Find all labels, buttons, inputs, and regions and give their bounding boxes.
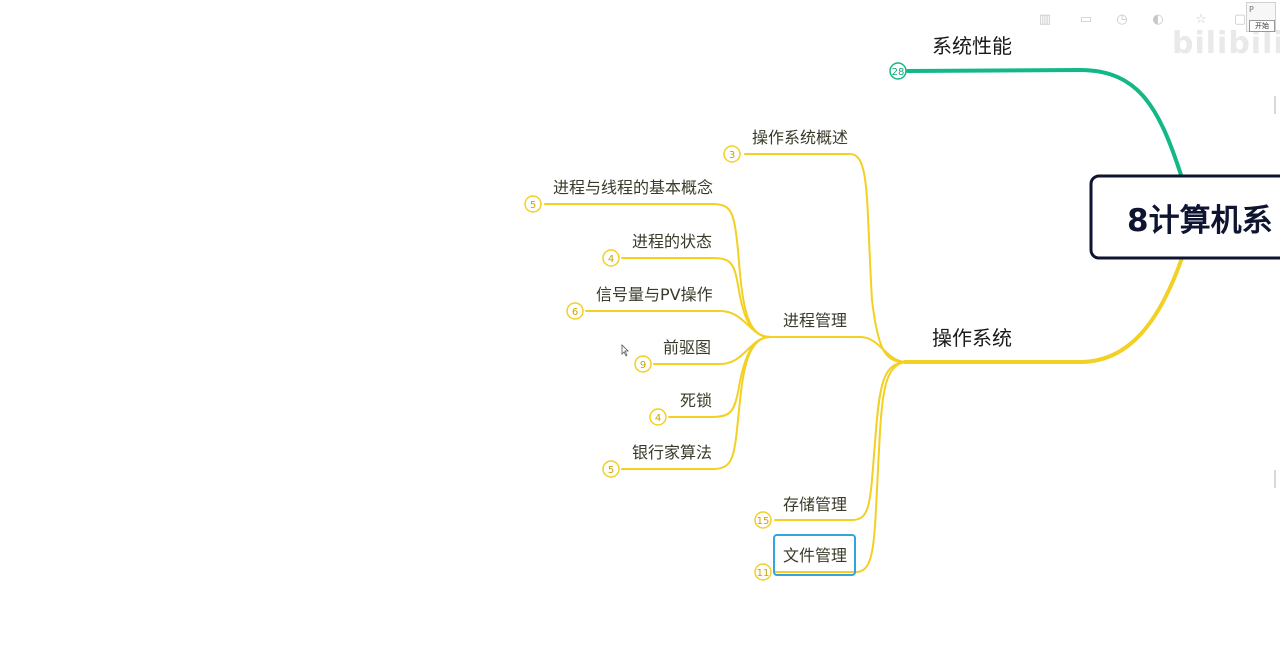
node-process-child-2[interactable]: 信号量与PV操作 bbox=[596, 285, 713, 304]
root-node-frame[interactable] bbox=[1089, 174, 1280, 260]
badge-process-child-5[interactable] bbox=[602, 460, 620, 478]
badge-file-count: 11 bbox=[757, 568, 770, 579]
badge-process-child-4-count: 4 bbox=[655, 413, 661, 424]
corner-panel: P 开始 bbox=[1246, 2, 1276, 32]
badge-file[interactable] bbox=[754, 563, 772, 581]
connector-performance bbox=[906, 67, 1184, 180]
badge-process-child-1[interactable] bbox=[602, 249, 620, 267]
badge-process-child-0[interactable] bbox=[524, 195, 542, 213]
selection-frame[interactable] bbox=[773, 534, 856, 576]
connector-os bbox=[903, 256, 1184, 364]
node-process[interactable]: 进程管理 bbox=[783, 311, 847, 330]
start-button[interactable]: 开始 bbox=[1249, 20, 1275, 32]
badge-process-child-0-count: 5 bbox=[530, 200, 536, 211]
connector-process bbox=[769, 336, 906, 363]
root-node-label: 8计算机系 bbox=[1127, 203, 1273, 239]
badge-process-child-2-count: 6 bbox=[572, 307, 578, 318]
scrollbar-mark-top bbox=[1274, 96, 1276, 114]
badge-process-child-3-count: 9 bbox=[640, 360, 646, 371]
theme-icon[interactable]: ◐ bbox=[1152, 12, 1164, 27]
badge-performance-count: 28 bbox=[892, 67, 905, 78]
connector-pc-2 bbox=[585, 310, 771, 338]
node-performance[interactable]: 系统性能 bbox=[932, 34, 1012, 58]
screen-icon[interactable]: ▭ bbox=[1079, 12, 1093, 27]
node-overview[interactable]: 操作系统概述 bbox=[752, 128, 848, 147]
node-process-child-3[interactable]: 前驱图 bbox=[663, 338, 711, 357]
fit-icon[interactable]: ▥ bbox=[1038, 12, 1052, 27]
badge-overview-count: 3 bbox=[729, 150, 735, 161]
scrollbar-mark-bottom bbox=[1274, 470, 1276, 488]
node-process-child-1[interactable]: 进程的状态 bbox=[632, 232, 712, 251]
history-icon[interactable]: ◷ bbox=[1116, 12, 1128, 27]
badge-process-child-3[interactable] bbox=[634, 355, 652, 373]
badge-overview[interactable] bbox=[723, 145, 741, 163]
connector-pc-5 bbox=[621, 336, 771, 470]
node-file[interactable]: 文件管理 bbox=[783, 546, 847, 565]
node-os[interactable]: 操作系统 bbox=[932, 326, 1012, 350]
badge-performance[interactable] bbox=[889, 62, 907, 80]
corner-letter: P bbox=[1249, 5, 1254, 14]
node-process-child-4[interactable]: 死锁 bbox=[680, 391, 712, 410]
badge-process-child-2[interactable] bbox=[566, 302, 584, 320]
badge-process-child-4[interactable] bbox=[649, 408, 667, 426]
connector-overview bbox=[744, 153, 906, 363]
cursor-icon bbox=[621, 344, 629, 357]
badge-process-child-1-count: 4 bbox=[608, 254, 614, 265]
node-storage[interactable]: 存储管理 bbox=[783, 495, 847, 514]
node-process-child-0[interactable]: 进程与线程的基本概念 bbox=[553, 178, 713, 197]
connector-storage bbox=[774, 361, 906, 521]
star-icon[interactable]: ☆ bbox=[1195, 12, 1207, 27]
badge-storage[interactable] bbox=[754, 511, 772, 529]
badge-storage-count: 15 bbox=[757, 516, 770, 527]
window-icon[interactable]: ▢ bbox=[1233, 12, 1247, 27]
badge-process-child-5-count: 5 bbox=[608, 465, 614, 476]
node-process-child-5[interactable]: 银行家算法 bbox=[632, 443, 712, 462]
connector-file bbox=[774, 361, 906, 573]
